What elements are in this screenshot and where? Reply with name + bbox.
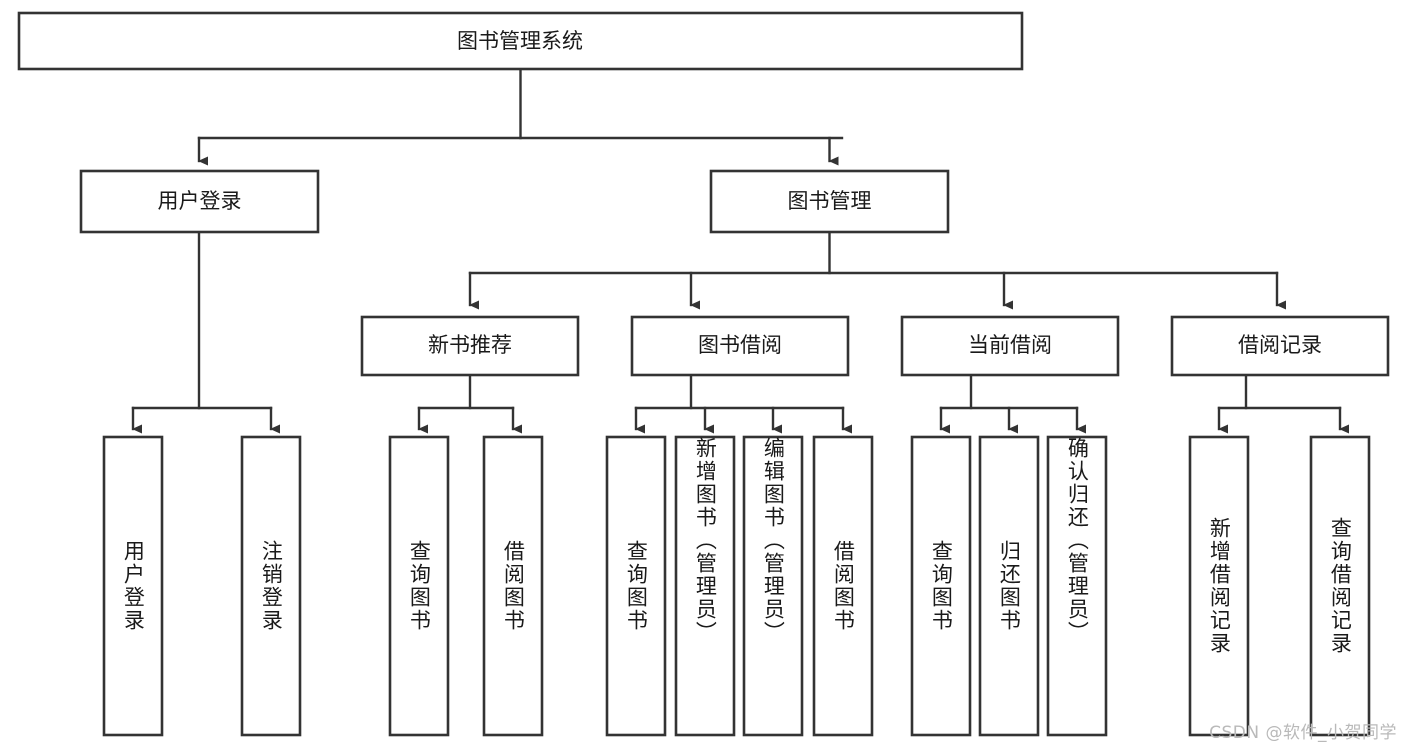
leaf-box-return-book[interactable] xyxy=(978,435,1040,737)
leaf-box-confirm-return-admin[interactable] xyxy=(1046,435,1108,737)
node-user-login[interactable]: 用户登录 xyxy=(79,169,320,234)
node-book-management-label: 图书管理 xyxy=(788,189,872,213)
leaf-box-add-borrow-record[interactable] xyxy=(1188,435,1250,737)
leaf-boxes xyxy=(102,435,1371,737)
node-current-borrow[interactable]: 当前借阅 xyxy=(900,315,1120,377)
node-root-label: 图书管理系统 xyxy=(457,29,583,53)
connector-book-mgmt-to-level3 xyxy=(468,230,1286,310)
leaf-box-query-book-nb[interactable] xyxy=(388,435,450,737)
connector-new-book-to-leaves xyxy=(417,373,522,434)
leaf-box-edit-book-admin[interactable] xyxy=(742,435,804,737)
connector-book-borrow-to-leaves xyxy=(634,373,852,434)
leaf-box-borrow-book-bb[interactable] xyxy=(812,435,874,737)
node-root[interactable]: 图书管理系统 xyxy=(17,11,1024,71)
node-current-borrow-label: 当前借阅 xyxy=(968,333,1052,357)
leaf-box-logout-login[interactable] xyxy=(240,435,302,737)
node-borrow-record-label: 借阅记录 xyxy=(1238,333,1322,357)
connector-current-borrow-to-leaves xyxy=(939,373,1086,434)
leaf-box-query-book-cb[interactable] xyxy=(910,435,972,737)
node-book-borrow-label: 图书借阅 xyxy=(698,333,782,357)
node-user-login-label: 用户登录 xyxy=(158,189,242,213)
leaf-box-add-book-admin[interactable] xyxy=(674,435,736,737)
leaf-box-borrow-book-nb[interactable] xyxy=(482,435,544,737)
connector-user-login-to-leaves xyxy=(131,230,280,434)
node-new-book-recommend-label: 新书推荐 xyxy=(428,333,512,357)
csdn-watermark: CSDN @软件_小贺同学 xyxy=(1209,723,1397,743)
node-borrow-record[interactable]: 借阅记录 xyxy=(1170,315,1390,377)
node-book-management[interactable]: 图书管理 xyxy=(709,169,950,234)
node-new-book-recommend[interactable]: 新书推荐 xyxy=(360,315,580,377)
leaf-box-query-borrow-record[interactable] xyxy=(1309,435,1371,737)
node-book-borrow[interactable]: 图书借阅 xyxy=(630,315,850,377)
connector-borrow-record-to-leaves xyxy=(1217,373,1349,434)
leaf-box-user-login[interactable] xyxy=(102,435,164,737)
leaf-box-query-book-bb[interactable] xyxy=(605,435,667,737)
connector-root-to-level2 xyxy=(197,67,844,166)
